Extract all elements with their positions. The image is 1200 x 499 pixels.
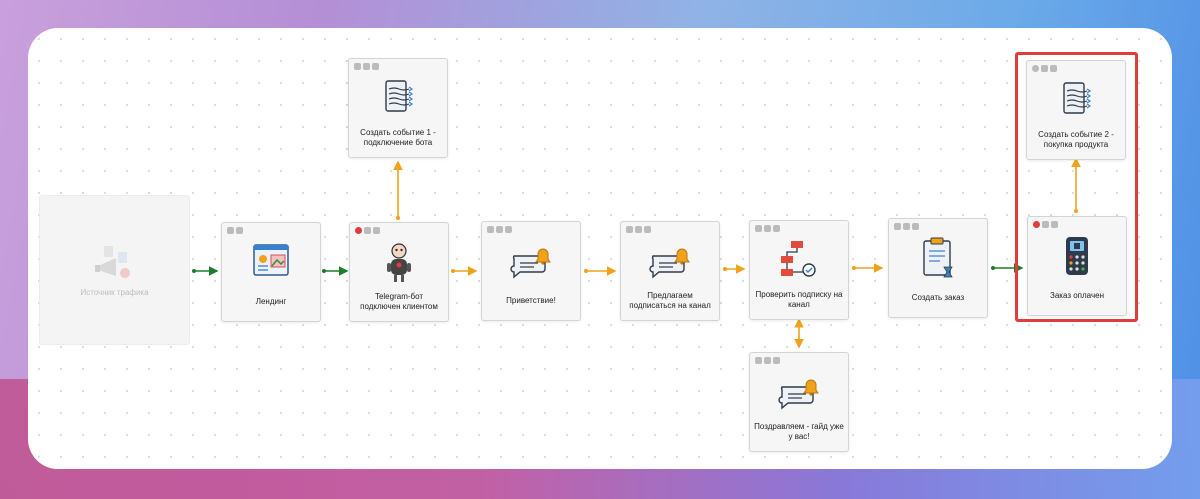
link-greeting-subscribe[interactable] [584, 266, 617, 276]
robot-icon [350, 241, 448, 285]
message-bell-icon [621, 240, 719, 284]
message-bell-icon [750, 371, 848, 415]
node-label: Создать событие 2 - покупка продукта [1038, 130, 1114, 149]
highlight-frame [1015, 52, 1138, 322]
link-paid-event2[interactable] [1071, 157, 1081, 213]
node-greeting[interactable]: Приветствие! [481, 221, 581, 321]
node-subscribe-offer[interactable]: Предлагаем подписаться на канал [620, 221, 720, 321]
node-traffic-source[interactable]: Источник трафика [39, 195, 190, 345]
node-label: Заказ оплачен [1050, 291, 1104, 300]
webpage-icon [222, 241, 320, 285]
node-label: Источник трафика [80, 288, 149, 297]
link-subscribe-check[interactable] [723, 264, 746, 274]
link-traffic-landing[interactable] [192, 266, 219, 276]
node-badges [755, 357, 780, 364]
node-check-subscription[interactable]: Проверить подписку на канал [749, 220, 849, 320]
node-label: Предлагаем подписаться на канал [629, 291, 711, 310]
node-badges [755, 225, 780, 232]
clipboard-icon [889, 237, 987, 281]
node-badges [354, 63, 379, 70]
node-create-order[interactable]: Создать заказ [888, 218, 988, 318]
node-label: Лендинг [255, 297, 287, 306]
flowchart-icon [750, 239, 848, 283]
node-badges [355, 227, 380, 234]
node-badges [487, 226, 512, 233]
node-label: Создать событие 1 - подключение бота [360, 128, 436, 147]
node-badges [1032, 65, 1057, 72]
payment-terminal-icon [1028, 235, 1126, 279]
node-badges [227, 227, 243, 234]
node-event-1[interactable]: Создать событие 1 - подключение бота [348, 58, 448, 158]
link-bot-event1[interactable] [393, 160, 403, 220]
link-check-order[interactable] [852, 263, 884, 273]
node-event-2[interactable]: Создать событие 2 - покупка продукта [1026, 60, 1126, 160]
node-badges [626, 226, 651, 233]
node-badges [1033, 221, 1058, 228]
node-landing[interactable]: Лендинг [221, 222, 321, 322]
node-label: Приветствие! [506, 296, 556, 305]
link-landing-bot[interactable] [322, 266, 349, 276]
connections-layer [192, 157, 1081, 349]
flow-canvas[interactable]: Источник трафика Лендинг [28, 28, 1172, 469]
node-label: Создать заказ [911, 293, 965, 302]
node-telegram-bot[interactable]: Telegram-бот подключен клиентом [349, 222, 449, 322]
node-badges [894, 223, 919, 230]
node-order-paid[interactable]: Заказ оплачен [1027, 216, 1127, 316]
event-icon [349, 77, 447, 121]
message-bell-icon [482, 240, 580, 284]
node-congrats[interactable]: Поздравляем - гайд уже у вас! [749, 352, 849, 452]
megaphone-icon [40, 244, 189, 288]
link-bot-greeting[interactable] [451, 266, 478, 276]
node-label: Поздравляем - гайд уже у вас! [754, 422, 844, 441]
node-label: Telegram-бот подключен клиентом [360, 292, 438, 311]
event-icon [1027, 79, 1125, 123]
node-label: Проверить подписку на канал [755, 290, 843, 309]
